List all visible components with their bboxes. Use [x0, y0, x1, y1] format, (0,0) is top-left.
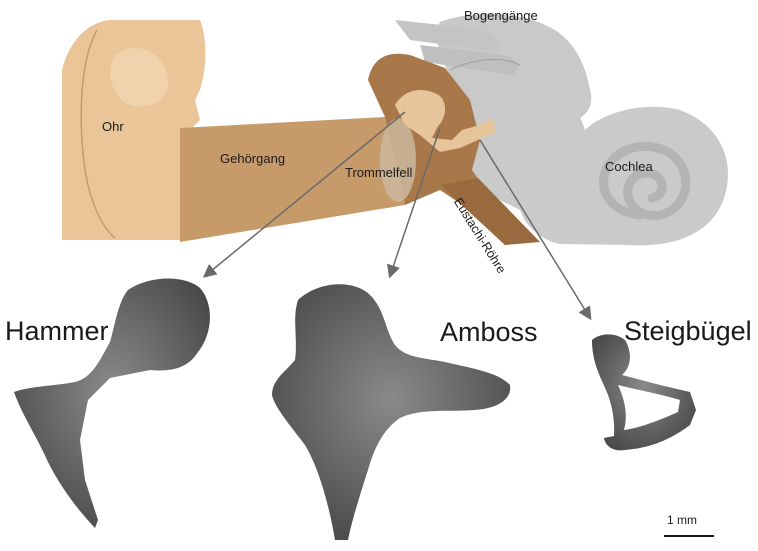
eustachian-tube [440, 178, 540, 245]
semicircular-canal-tube-2 [420, 45, 518, 75]
auricle-rim [80, 29, 116, 239]
label-cochlea: Cochlea [605, 159, 653, 174]
steigbuegel-bone [592, 334, 696, 451]
label-hammer: Hammer [5, 316, 109, 346]
canal-outline [449, 59, 521, 71]
arrow-to-hammer [202, 111, 406, 278]
label-trommelfell: Trommelfell [345, 165, 413, 180]
inner-ear [395, 14, 728, 246]
label-ohr: Ohr [102, 119, 124, 134]
vestibule [461, 82, 728, 246]
outer-ear [62, 20, 206, 240]
label-bogengaenge: Bogengänge [464, 8, 538, 23]
semicircular-canal-tube-1 [395, 20, 500, 52]
arrow-to-amboss [387, 127, 441, 279]
middle-ear [368, 53, 540, 245]
scale-bar-label: 1 mm [667, 513, 697, 527]
ear-canal [180, 117, 405, 242]
ossicle-chain [395, 89, 496, 152]
amboss-bone [272, 284, 511, 540]
arrow-to-steigbuegel [479, 139, 592, 321]
label-amboss: Amboss [440, 317, 538, 347]
label-gehoergang: Gehörgang [220, 151, 286, 166]
auricle-highlight [110, 48, 169, 107]
eardrum [380, 118, 416, 202]
label-steigbuegel: Steigbügel [624, 316, 752, 346]
auricle [62, 20, 206, 240]
cochlea-spiral [599, 141, 691, 221]
hammer-bone [14, 278, 210, 528]
